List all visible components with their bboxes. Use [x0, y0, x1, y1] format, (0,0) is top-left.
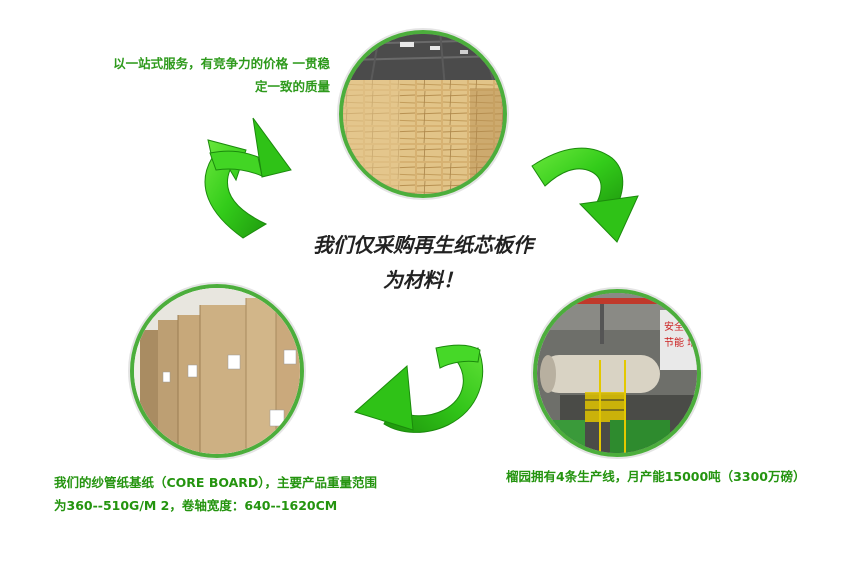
cycle-arrow-down-right-icon — [531, 147, 639, 243]
caption-service-quality: 以一站式服务，有竞争力的价格 一贯稳 定一致的质量 — [40, 52, 330, 98]
center-statement: 我们仅采购再生纸芯板作 为材料！ — [262, 228, 584, 298]
center-statement-line2: 为材料！ — [383, 268, 463, 292]
factory-sign-line2: 节能 增 — [664, 336, 697, 349]
cycle-arrow-left-icon — [354, 344, 484, 433]
paper-rolls-photo-circle — [128, 282, 306, 460]
center-statement-line1: 我们仅采购再生纸芯板作 — [313, 233, 533, 257]
caption-service-quality-line2: 定一致的质量 — [254, 79, 330, 94]
caption-production-capacity-line1: 榴园拥有4条生产线，月产能15000吨（3300万磅） — [506, 469, 806, 484]
production-line-photo-circle: 安全 创 节能 增 — [531, 287, 703, 459]
warehouse-photo-circle — [337, 28, 509, 200]
caption-core-board-line2: 为360--510G/M 2，卷轴宽度：640--1620CM — [54, 498, 338, 513]
caption-core-board-specs: 我们的纱管纸基纸（CORE BOARD），主要产品重量范围 为360--510G… — [54, 471, 377, 517]
caption-production-capacity: 榴园拥有4条生产线，月产能15000吨（3300万磅） — [506, 465, 805, 488]
cycle-arrow-up-icon — [204, 117, 292, 239]
caption-service-quality-line1: 以一站式服务，有竞争力的价格 一贯稳 — [113, 56, 330, 71]
caption-core-board-line1: 我们的纱管纸基纸（CORE BOARD），主要产品重量范围 — [54, 475, 378, 490]
